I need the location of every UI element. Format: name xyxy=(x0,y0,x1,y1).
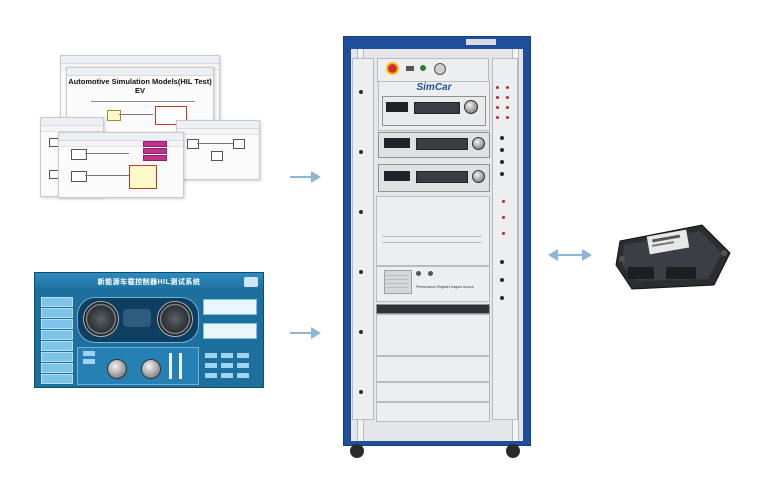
grid-button[interactable] xyxy=(237,353,249,358)
grid-button[interactable] xyxy=(205,373,217,378)
speed-gauge-icon xyxy=(83,301,119,337)
hmi-side-button[interactable] xyxy=(41,352,73,362)
module-switch-icon[interactable] xyxy=(416,271,421,276)
grid-button[interactable] xyxy=(237,373,249,378)
processor-slot xyxy=(414,102,460,114)
info-box xyxy=(203,299,257,315)
slider-track[interactable] xyxy=(179,353,182,379)
power-supply-keypad xyxy=(416,138,468,150)
slider-track[interactable] xyxy=(169,353,172,379)
grid-button[interactable] xyxy=(221,353,233,358)
accelerator-knob[interactable] xyxy=(107,359,127,379)
grid-button[interactable] xyxy=(221,363,233,368)
hil-test-hmi-panel: 新能源车载控制器HIL测试系统 xyxy=(34,272,264,388)
simulink-window-right xyxy=(176,120,260,180)
left-side-panel xyxy=(352,58,374,420)
hmi-side-button[interactable] xyxy=(41,363,73,373)
grid-button[interactable] xyxy=(221,373,233,378)
cabinet-top-badge xyxy=(466,39,496,45)
processor-display xyxy=(386,102,408,112)
hmi-side-button[interactable] xyxy=(41,374,73,384)
switch-icon[interactable] xyxy=(406,66,414,71)
control-area xyxy=(77,347,199,385)
power-supply-knob[interactable] xyxy=(472,170,485,183)
module-label: Performance Register Kagani Accura xyxy=(416,285,474,289)
info-box xyxy=(203,323,257,339)
brake-knob[interactable] xyxy=(141,359,161,379)
blank-panel xyxy=(376,196,490,266)
hmi-header xyxy=(35,273,263,293)
grid-button[interactable] xyxy=(237,363,249,368)
simulink-window-front xyxy=(58,132,184,198)
power-supply-knob[interactable] xyxy=(472,137,485,150)
hmi-side-button[interactable] xyxy=(41,319,73,329)
hmi-side-button[interactable] xyxy=(41,308,73,318)
blank-panel xyxy=(376,382,490,402)
caster-wheel-icon xyxy=(350,444,364,458)
emergency-stop-icon[interactable] xyxy=(386,62,399,75)
module-switch-icon[interactable] xyxy=(428,271,433,276)
connector-panel xyxy=(492,58,518,420)
rack-drawer-dark xyxy=(376,304,490,314)
power-supply-display xyxy=(384,171,410,181)
hmi-side-button[interactable] xyxy=(41,297,73,307)
power-supply-keypad xyxy=(416,171,468,183)
processor-knob[interactable] xyxy=(464,100,478,114)
power-supply-display xyxy=(384,138,410,148)
blank-panel xyxy=(376,314,490,356)
vent-grille-icon xyxy=(384,270,412,294)
hmi-title: 新能源车载控制器HIL测试系统 xyxy=(97,279,201,286)
rpm-gauge-icon xyxy=(157,301,193,337)
key-switch-icon[interactable] xyxy=(434,63,446,75)
caster-wheel-icon xyxy=(506,444,520,458)
power-indicator-icon xyxy=(420,65,426,71)
hmi-logo-icon xyxy=(244,277,258,287)
ecu-controller-icon xyxy=(615,224,731,290)
mode-button[interactable] xyxy=(83,351,95,356)
grid-button[interactable] xyxy=(205,363,217,368)
mode-button[interactable] xyxy=(83,359,95,364)
grid-button[interactable] xyxy=(205,353,217,358)
blank-panel xyxy=(376,356,490,382)
hmi-side-button[interactable] xyxy=(41,330,73,340)
brand-label: SimCar xyxy=(416,82,452,93)
hmi-side-button[interactable] xyxy=(41,341,73,351)
blank-panel xyxy=(376,402,490,422)
car-display-icon xyxy=(123,309,151,327)
simulink-subtitle: EV xyxy=(134,86,145,95)
simulink-title: Automotive Simulation Models(HIL Test) xyxy=(68,77,212,86)
